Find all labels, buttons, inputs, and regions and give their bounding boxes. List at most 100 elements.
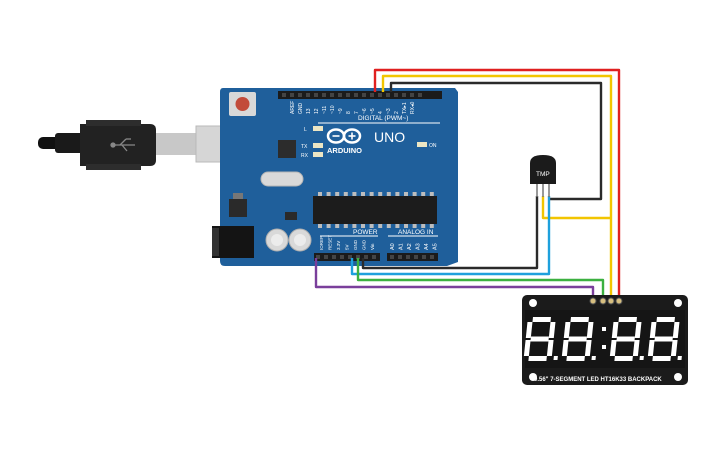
power-jack-front (212, 228, 219, 256)
digital-header-hole (362, 93, 366, 97)
analog-header-hole (406, 255, 410, 259)
digital-pin-label: ~10 (330, 105, 336, 114)
power-header-holes (316, 255, 376, 259)
power-header-hole (372, 255, 376, 259)
segment (672, 322, 680, 338)
led-l (313, 126, 323, 131)
mcu-pin (412, 192, 417, 196)
digital-pin-label: AREF (290, 101, 296, 114)
mcu-pin (326, 224, 331, 228)
digital-header-hole (322, 93, 326, 97)
digital-pin-label: ~9 (338, 108, 344, 114)
segment (548, 322, 556, 338)
usb-interface-chip (278, 140, 296, 158)
digital-header-hole (410, 93, 414, 97)
mcu-pin (421, 224, 426, 228)
digit-4 (647, 317, 682, 361)
analog-header-hole (430, 255, 434, 259)
green-wire (356, 258, 605, 299)
colon-dots (602, 327, 606, 349)
usb-b-connector (156, 133, 196, 155)
mcu-pin (378, 192, 383, 196)
mcu-pin (352, 192, 357, 196)
digital-header (278, 91, 442, 99)
analog-header-hole (398, 255, 402, 259)
mcu-pin (421, 192, 426, 196)
digital-pin-label: 2 (394, 111, 400, 114)
digital-pin-label: TX▸1 (402, 102, 408, 114)
digital-pin-label: RX◂0 (410, 102, 416, 114)
power-pin-label: IOREF (319, 236, 324, 250)
digital-header-hole (306, 93, 310, 97)
decimal-point (553, 356, 558, 360)
mcu-pin (378, 224, 383, 228)
analog-header-hole (422, 255, 426, 259)
small-component (285, 212, 297, 220)
power-header (314, 253, 380, 261)
wires (314, 68, 621, 299)
digital-pin-label: ~3 (386, 108, 392, 114)
analog-header-hole (414, 255, 418, 259)
blue-wire (350, 196, 551, 276)
decimal-point (639, 356, 644, 360)
digital-header-hole (370, 93, 374, 97)
digital-header-hole (282, 93, 286, 97)
led-l-label: L (304, 127, 307, 133)
digital-header-holes (282, 93, 422, 97)
power-pin-label: Vin (370, 243, 375, 250)
segment (647, 340, 655, 356)
analog-header (387, 253, 438, 261)
power-pin-label: GND (362, 239, 367, 250)
sensor-body (530, 155, 556, 184)
segment (614, 356, 633, 361)
display-pin-header (589, 297, 623, 305)
display-caption: 0.56" 7-SEGMENT LED HT16K33 BACKPACK (534, 377, 662, 383)
mcu-pin (369, 224, 374, 228)
digit-1 (523, 317, 558, 361)
led-tx (313, 143, 323, 148)
analog-label: ANALOG IN (398, 229, 434, 236)
segment (618, 317, 637, 322)
digital-pin-label: 7 (354, 111, 360, 114)
segment (611, 322, 619, 338)
mount-hole-br (674, 373, 682, 381)
power-header-hole (316, 255, 320, 259)
analog-pin-label: A3 (416, 243, 422, 250)
analog-header-holes (390, 255, 434, 259)
display-digits (523, 317, 682, 361)
led-rx-label: RX (301, 153, 309, 159)
segment (546, 340, 554, 356)
mcu-pin (361, 224, 365, 228)
segment (632, 340, 640, 356)
mcu-pin (404, 224, 408, 228)
segment (670, 340, 678, 356)
segment (563, 322, 571, 338)
mcu-pin (369, 192, 374, 196)
yellow-wire-sensor (541, 196, 611, 220)
mcu-pin (361, 192, 365, 196)
analog-pin-label: A2 (407, 243, 413, 250)
digit-2 (561, 317, 596, 361)
reset-button-cap[interactable] (235, 97, 250, 111)
digital-header-hole (386, 93, 390, 97)
digital-header-hole (346, 93, 350, 97)
digital-header-hole (394, 93, 398, 97)
mcu-pin (386, 192, 391, 196)
mount-hole-bl (529, 373, 537, 381)
led-on-label: ON (429, 143, 437, 149)
mount-hole-tl (529, 299, 537, 307)
segment (530, 336, 549, 342)
segment (586, 322, 594, 338)
board-model: UNO (374, 129, 405, 145)
sensor-label: TMP (536, 171, 550, 178)
segment (609, 340, 617, 356)
mcu-pin (412, 224, 417, 228)
regulator-tab (233, 193, 243, 199)
mcu-pin (335, 192, 340, 196)
segment (656, 317, 675, 322)
power-header-hole (356, 255, 360, 259)
segment (561, 340, 569, 356)
